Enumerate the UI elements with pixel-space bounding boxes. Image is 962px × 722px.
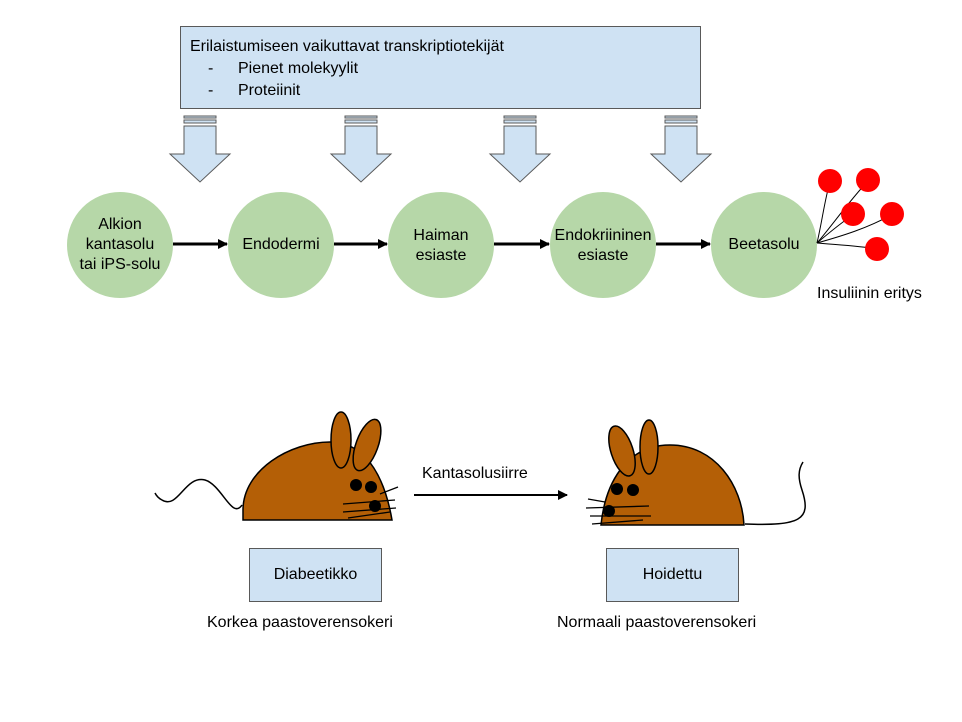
insulin-granule (818, 169, 842, 193)
mouse-eye (365, 481, 377, 493)
factor-arrow-3 (488, 115, 552, 183)
mouse-ear (608, 425, 636, 477)
stage-cell-5 (711, 192, 817, 298)
insulin-granules (816, 168, 904, 261)
transcription-factors-box: Erilaistumiseen vaikuttavat transkriptio… (180, 26, 701, 109)
mouse-eye (627, 484, 639, 496)
stage-label-4: Endokriininen esiaste (554, 227, 652, 264)
mouse-body (600, 444, 745, 526)
mouse-diabetic (154, 411, 399, 521)
factor-arrow-2 (329, 115, 393, 183)
mouse-tail (744, 461, 806, 526)
insulin-granule (865, 237, 889, 261)
mouse-ear (639, 419, 659, 475)
mouse-treated (585, 419, 806, 526)
mouse-tail (154, 478, 243, 510)
stage-cell-1 (67, 192, 173, 298)
transplant-label: Kantasolusiirre (422, 465, 528, 482)
mouse-eye (611, 483, 623, 495)
factors-title: Erilaistumiseen vaikuttavat transkriptio… (190, 38, 504, 55)
stage-cell-2 (228, 192, 334, 298)
factor-arrows (168, 115, 713, 183)
stage-cell-3 (388, 192, 494, 298)
stage-label-2: Endodermi (242, 236, 320, 253)
mouse-eye (350, 479, 362, 491)
stage-label-1: Alkion kantasolu tai iPS-solu (79, 216, 161, 273)
factor-arrow-1 (168, 115, 232, 183)
mouse-whiskers (585, 498, 651, 525)
stage-label-3: Haiman esiaste (413, 227, 469, 264)
diabetic-label: Diabeetikko (273, 566, 358, 583)
factor-item: -Pienet molekyylit (208, 60, 359, 77)
treated-label: Hoidettu (642, 566, 703, 583)
mouse-ear (330, 411, 352, 469)
mouse-ear (352, 418, 382, 472)
insulin-label: Insuliinin eritys (817, 285, 922, 302)
treated-caption: Normaali paastoverensokeri (557, 614, 757, 631)
treated-label-box: Hoidettu (606, 548, 739, 602)
stage-cell-4 (550, 192, 656, 298)
stage-label-5: Beetasolu (728, 236, 800, 253)
stage-cells (67, 192, 817, 298)
insulin-granule (880, 202, 904, 226)
factor-arrow-4 (649, 115, 713, 183)
mouse-whiskers (342, 486, 399, 519)
factor-item: -Proteiinit (208, 82, 301, 99)
insulin-granule (841, 202, 865, 226)
diabetic-label-box: Diabeetikko (249, 548, 382, 602)
insulin-granule (856, 168, 880, 192)
diabetic-caption: Korkea paastoverensokeri (207, 614, 393, 631)
